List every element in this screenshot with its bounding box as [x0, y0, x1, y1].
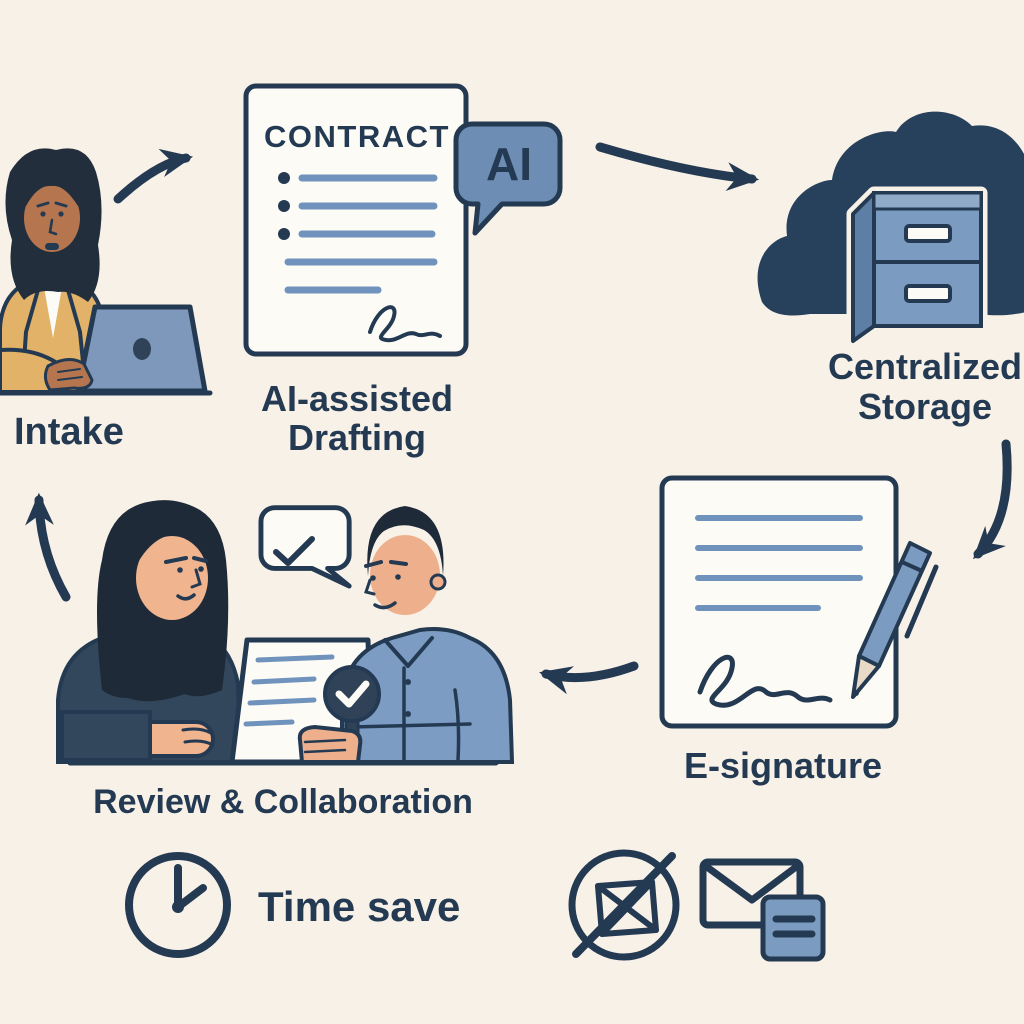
- intake-label: Intake: [14, 411, 124, 453]
- cabinet-front: [872, 191, 983, 328]
- signed-document-pen-icon: [659, 475, 939, 729]
- envelope-flap: [703, 863, 800, 904]
- man-shirt: [340, 627, 515, 764]
- storage-label-line2: Storage: [858, 386, 992, 427]
- man-collar: [383, 636, 434, 668]
- check-circle: [323, 665, 381, 723]
- man-face: [370, 535, 440, 615]
- arrow-review-to-intake: [25, 492, 71, 602]
- cabinet-side: [851, 191, 876, 343]
- arrow-esignature-to-review: [539, 661, 639, 695]
- drawer-handle-bottom: [904, 284, 952, 303]
- nose: [48, 218, 58, 236]
- check-speech-bubble-icon: [258, 505, 352, 589]
- hand: [43, 358, 94, 392]
- bullet-points: [278, 172, 290, 240]
- drafting-label-line1: AI-assisted: [261, 378, 453, 419]
- storage-label-line1: Centralized: [828, 346, 1022, 387]
- clock-icon: [125, 852, 231, 958]
- shirt-seams: [348, 666, 472, 762]
- eyebrows: [36, 201, 68, 208]
- ai-badge-label: AI: [486, 138, 532, 190]
- face: [24, 184, 80, 252]
- text-lines: [243, 654, 335, 727]
- flow-arrows: [25, 142, 1012, 695]
- signature-squiggle: [697, 654, 833, 708]
- drafting-label-line2: Drafting: [288, 417, 426, 458]
- pen-clip: [904, 564, 939, 639]
- two-people-document-icon: [56, 500, 515, 766]
- envelope-body: [699, 858, 804, 929]
- text-lines: [695, 515, 863, 611]
- pen-tip: [851, 654, 881, 699]
- woman-sleeve: [60, 710, 152, 762]
- prohibition-slash: [572, 852, 676, 958]
- person-at-laptop-icon: [0, 148, 213, 396]
- ai-speech-bubble-icon: AI: [453, 121, 563, 236]
- note-lines: [772, 915, 816, 938]
- mouth: [45, 243, 59, 250]
- signature-squiggle: [368, 305, 442, 343]
- jacket-lapels: [20, 274, 88, 394]
- email-with-note-icon: [699, 858, 826, 962]
- contract-document-icon: CONTRACT: [243, 83, 469, 357]
- man-hair: [367, 506, 444, 576]
- check-mark: [335, 680, 370, 708]
- drawer-handle-top: [904, 224, 952, 243]
- arrow-drafting-to-storage: [595, 142, 760, 191]
- no-email-icon: [568, 849, 680, 961]
- ear: [429, 573, 447, 591]
- contract-title: CONTRACT: [264, 119, 450, 154]
- cabinet-top-band: [872, 191, 983, 211]
- arrow-intake-to-drafting: [113, 148, 194, 204]
- man-hand: [297, 724, 363, 764]
- laptop-icon: [75, 304, 208, 394]
- pen-cap-line: [901, 560, 923, 573]
- arrow-storage-to-esignature: [972, 439, 1012, 560]
- esignature-label: E-signature: [684, 745, 882, 786]
- time-save-label: Time save: [258, 883, 460, 930]
- text-lines: [284, 174, 438, 294]
- note-card: [760, 894, 826, 962]
- pen-icon: [851, 541, 939, 699]
- cloud-file-cabinet-icon: [757, 111, 1024, 348]
- review-label: Review & Collaboration: [93, 783, 473, 821]
